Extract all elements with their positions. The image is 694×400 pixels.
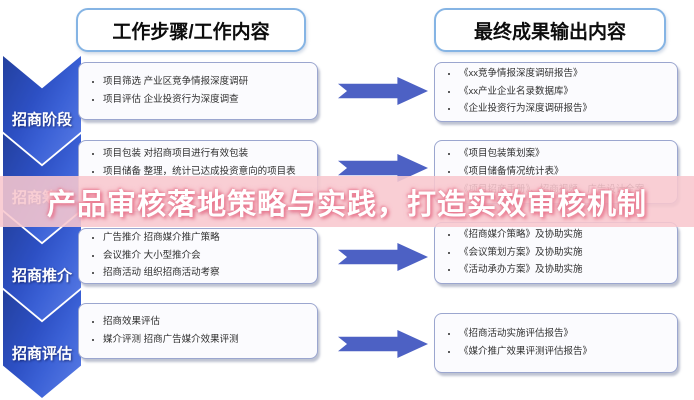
stage-label-4: 招商评估 bbox=[11, 345, 72, 363]
output-content-box-4: 《招商活动实施评估报告》《媒介推广效果评测评估报告》 bbox=[434, 313, 678, 373]
bullet-item: 《会议策划方案》及协助实施 bbox=[459, 247, 669, 260]
watermark-banner: 产品审核落地策略与实践，打造实效审核机制 bbox=[0, 176, 694, 227]
bullet-item: 《招商活动实施评估报告》 bbox=[459, 328, 669, 341]
arrow-right-icon bbox=[338, 330, 428, 358]
bullet-item: 广告推介 招商媒介推广策略 bbox=[103, 232, 309, 245]
header-work-steps-label: 工作步骤/工作内容 bbox=[112, 21, 270, 43]
header-final-outputs: 最终成果输出内容 bbox=[434, 8, 666, 52]
bullet-item: 《项目储备情况统计表》 bbox=[459, 166, 669, 179]
bullet-item: 会议推介 大小型推介会 bbox=[103, 250, 309, 263]
work-content-box-3: 广告推介 招商媒介推广策略会议推介 大小型推介会招商活动 组织招商活动考察 bbox=[78, 228, 318, 284]
bullet-item: 《媒介推广效果评测评估报告》 bbox=[459, 346, 669, 359]
bullet-item: 《xx竞争情报深度调研报告》 bbox=[459, 68, 669, 81]
bullet-item: 招商活动 组织招商活动考察 bbox=[103, 267, 309, 280]
bullet-item: 《项目包装策划案》 bbox=[459, 148, 669, 161]
work-content-box-4: 招商效果评估媒介评测 招商广告媒介效果评测 bbox=[78, 303, 318, 359]
bullet-item: 《企业投资行为深度调研报告》 bbox=[459, 103, 669, 116]
bullet-item: 项目评估 企业投资行为深度调查 bbox=[103, 94, 309, 107]
work-items-list: 招商效果评估媒介评测 招商广告媒介效果评测 bbox=[79, 304, 317, 358]
work-items-list: 项目包装 对招商项目进行有效包装项目储备 整理，统计已达成投资意向的项目表 bbox=[79, 141, 317, 211]
outputs-list: 《招商媒介策略》及协助实施《会议策划方案》及协助实施《活动承办方案》及协助实施 bbox=[435, 223, 677, 283]
stage-label-3: 招商推介 bbox=[11, 267, 72, 285]
header-work-steps: 工作步骤/工作内容 bbox=[76, 8, 306, 52]
output-content-box-1: 《xx竞争情报深度调研报告》《xx产业企业名录数据库》《企业投资行为深度调研报告… bbox=[434, 62, 678, 122]
arrow-right-icon bbox=[338, 243, 428, 271]
bullet-item: 项目储备 整理，统计已达成投资意向的项目表 bbox=[103, 166, 309, 179]
header-final-outputs-label: 最终成果输出内容 bbox=[473, 21, 626, 43]
bullet-item: 招商效果评估 bbox=[103, 316, 309, 329]
bullet-item: 《xx产业企业名录数据库》 bbox=[459, 86, 669, 99]
bullet-item: 媒介评测 招商广告媒介效果评测 bbox=[103, 334, 309, 347]
output-content-box-3: 《招商媒介策略》及协助实施《会议策划方案》及协助实施《活动承办方案》及协助实施 bbox=[434, 222, 678, 284]
bullet-item: 项目筛选 产业区竞争情报深度调研 bbox=[103, 76, 309, 89]
outputs-list: 《招商活动实施评估报告》《媒介推广效果评测评估报告》 bbox=[435, 314, 677, 372]
stage-label-1: 招商阶段 bbox=[11, 111, 72, 129]
watermark-title: 产品审核落地策略与实践，打造实效审核机制 bbox=[46, 188, 647, 221]
work-items-list: 广告推介 招商媒介推广策略会议推介 大小型推介会招商活动 组织招商活动考察 bbox=[79, 229, 317, 283]
bullet-item: 项目包装 对招商项目进行有效包装 bbox=[103, 148, 309, 161]
bullet-item: 《活动承办方案》及协助实施 bbox=[459, 264, 669, 277]
work-items-list: 项目筛选 产业区竞争情报深度调研项目评估 企业投资行为深度调查 bbox=[79, 63, 317, 119]
arrow-right-icon bbox=[338, 77, 428, 105]
outputs-list: 《xx竞争情报深度调研报告》《xx产业企业名录数据库》《企业投资行为深度调研报告… bbox=[435, 63, 677, 121]
work-content-box-1: 项目筛选 产业区竞争情报深度调研项目评估 企业投资行为深度调查 bbox=[78, 62, 318, 120]
bullet-item: 《招商媒介策略》及协助实施 bbox=[459, 229, 669, 242]
